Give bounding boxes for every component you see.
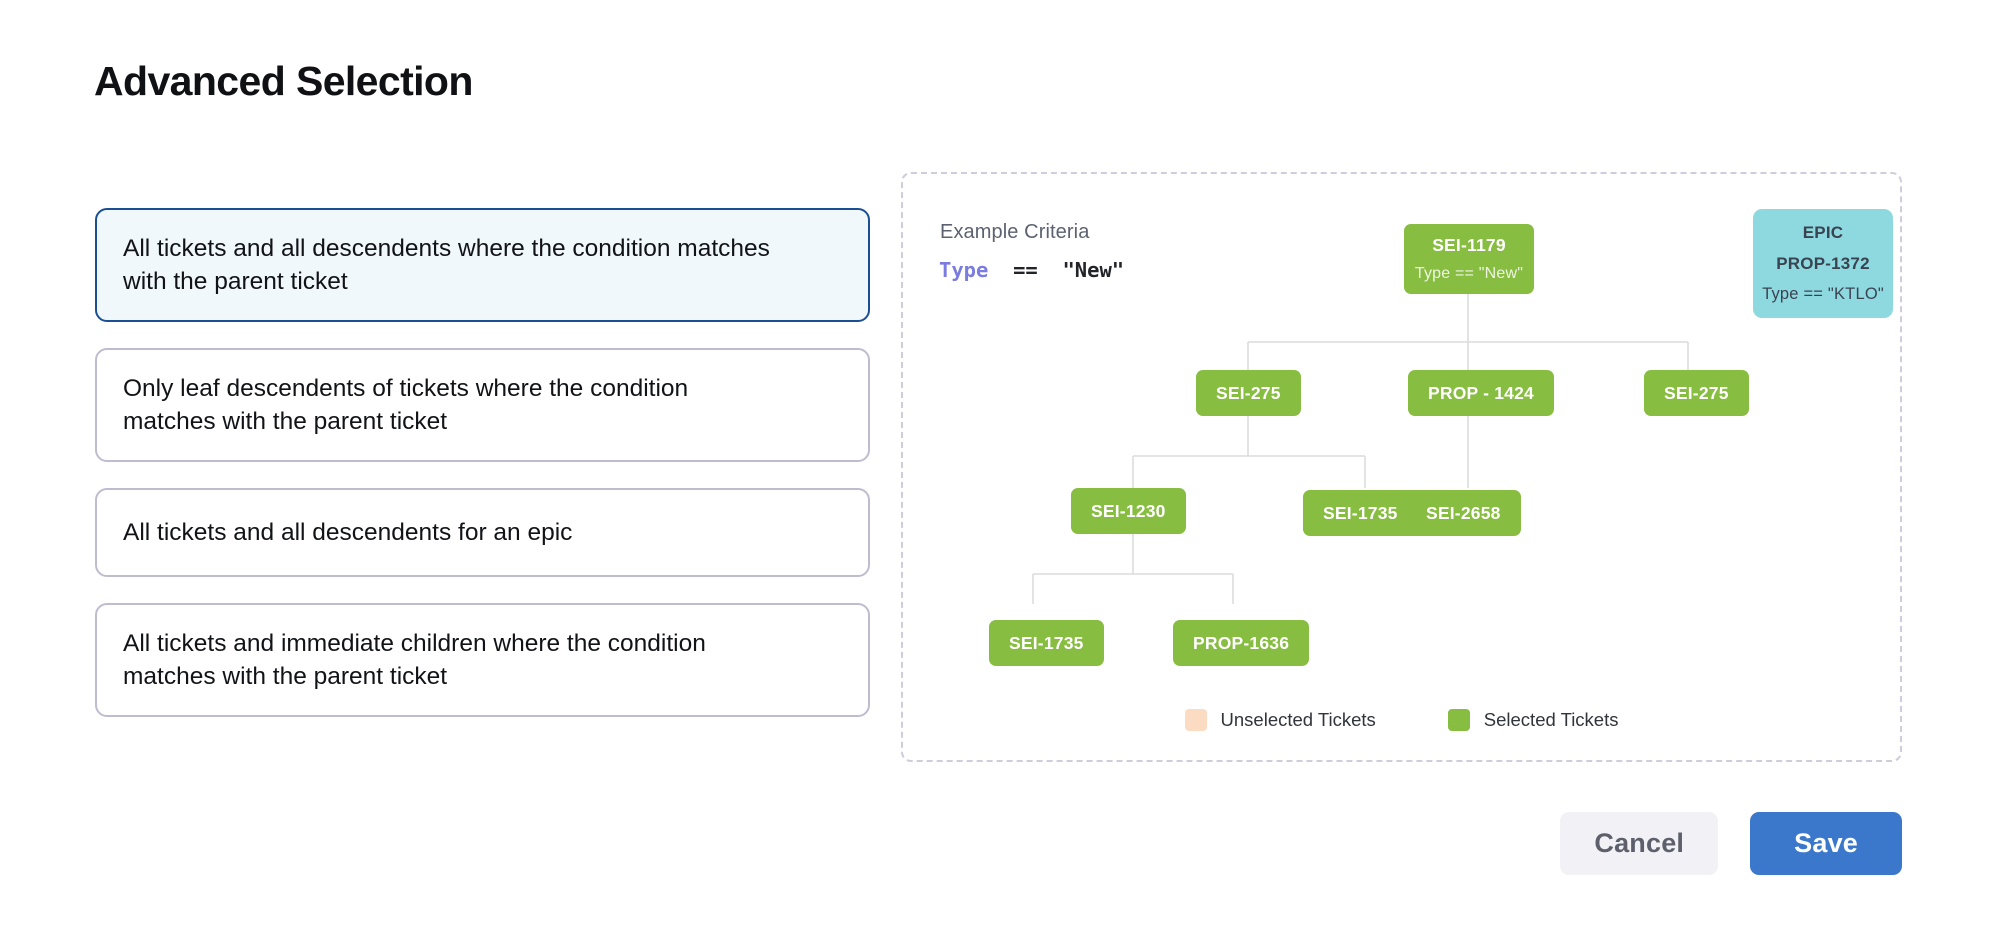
legend-label: Selected Tickets — [1483, 709, 1619, 730]
example-diagram-panel: Example Criteria Type == "New" — [901, 172, 1902, 762]
diagram-legend: Unselected Tickets Selected Tickets — [903, 709, 1900, 731]
legend-swatch-unselected-icon — [1184, 709, 1207, 731]
cancel-button[interactable]: Cancel — [1560, 812, 1719, 875]
ticket-tree: SEI-1179 Type == "New" EPIC PROP-1372 Ty… — [903, 174, 1900, 760]
criteria-expression: Type == "New" — [939, 258, 1124, 282]
node-id: SEI-275 — [1216, 382, 1281, 403]
tree-node-sei-2658[interactable]: SEI-2658 — [1406, 490, 1521, 536]
criteria-key: Type — [939, 258, 989, 282]
node-id: SEI-1735 — [1009, 632, 1084, 653]
criteria-title: Example Criteria — [940, 221, 1090, 243]
option-card-epic-descendents[interactable]: All tickets and all descendents for an e… — [95, 488, 870, 578]
option-label: Only leaf descendents of tickets where t… — [123, 375, 689, 436]
tree-node-prop-1636[interactable]: PROP-1636 — [1173, 620, 1310, 666]
option-label: All tickets and all descendents for an e… — [123, 519, 573, 547]
node-id: SEI-1735 — [1323, 502, 1398, 523]
tree-node-epic[interactable]: EPIC PROP-1372 Type == "KTLO" — [1753, 209, 1893, 318]
tree-node-sei-275-right[interactable]: SEI-275 — [1644, 370, 1749, 416]
node-id: SEI-1230 — [1091, 500, 1166, 521]
tree-node-prop-1424[interactable]: PROP - 1424 — [1408, 370, 1554, 416]
tree-node-root[interactable]: SEI-1179 Type == "New" — [1404, 224, 1534, 294]
node-epic-tag: EPIC — [1802, 223, 1844, 242]
tree-node-sei-275-left[interactable]: SEI-275 — [1196, 370, 1301, 416]
option-card-immediate-children[interactable]: All tickets and immediate children where… — [95, 603, 870, 718]
node-id: PROP - 1424 — [1428, 382, 1534, 403]
dialog-footer: Cancel Save — [1560, 812, 1902, 875]
option-label: All tickets and all descendents where th… — [123, 235, 770, 296]
save-button[interactable]: Save — [1750, 812, 1902, 875]
tree-connectors — [1032, 294, 1689, 604]
node-id: SEI-1179 — [1432, 235, 1506, 255]
legend-label: Unselected Tickets — [1220, 709, 1376, 730]
selection-options-list: All tickets and all descendents where th… — [95, 208, 870, 743]
page-title: Advanced Selection — [94, 58, 473, 104]
node-id: PROP-1636 — [1193, 632, 1290, 653]
node-id: SEI-2658 — [1426, 502, 1501, 523]
option-card-leaf-descendents[interactable]: Only leaf descendents of tickets where t… — [95, 348, 870, 463]
option-card-all-descendents[interactable]: All tickets and all descendents where th… — [95, 208, 870, 323]
criteria-operator: == — [1013, 258, 1038, 282]
criteria-value: "New" — [1062, 258, 1125, 282]
legend-item-unselected: Unselected Tickets — [1184, 709, 1376, 731]
option-label: All tickets and immediate children where… — [123, 630, 706, 691]
tree-node-sei-1230[interactable]: SEI-1230 — [1071, 488, 1186, 534]
legend-item-selected: Selected Tickets — [1447, 709, 1619, 731]
legend-swatch-selected-icon — [1447, 709, 1470, 731]
node-epic-id: PROP-1372 — [1776, 254, 1870, 273]
tree-node-sei-1735-mid[interactable]: SEI-1735 — [1303, 490, 1418, 536]
node-subtitle: Type == "New" — [1414, 265, 1524, 282]
tree-node-sei-1735-leaf[interactable]: SEI-1735 — [989, 620, 1104, 666]
node-id: SEI-275 — [1664, 382, 1729, 403]
node-epic-subtitle: Type == "KTLO" — [1762, 285, 1884, 303]
